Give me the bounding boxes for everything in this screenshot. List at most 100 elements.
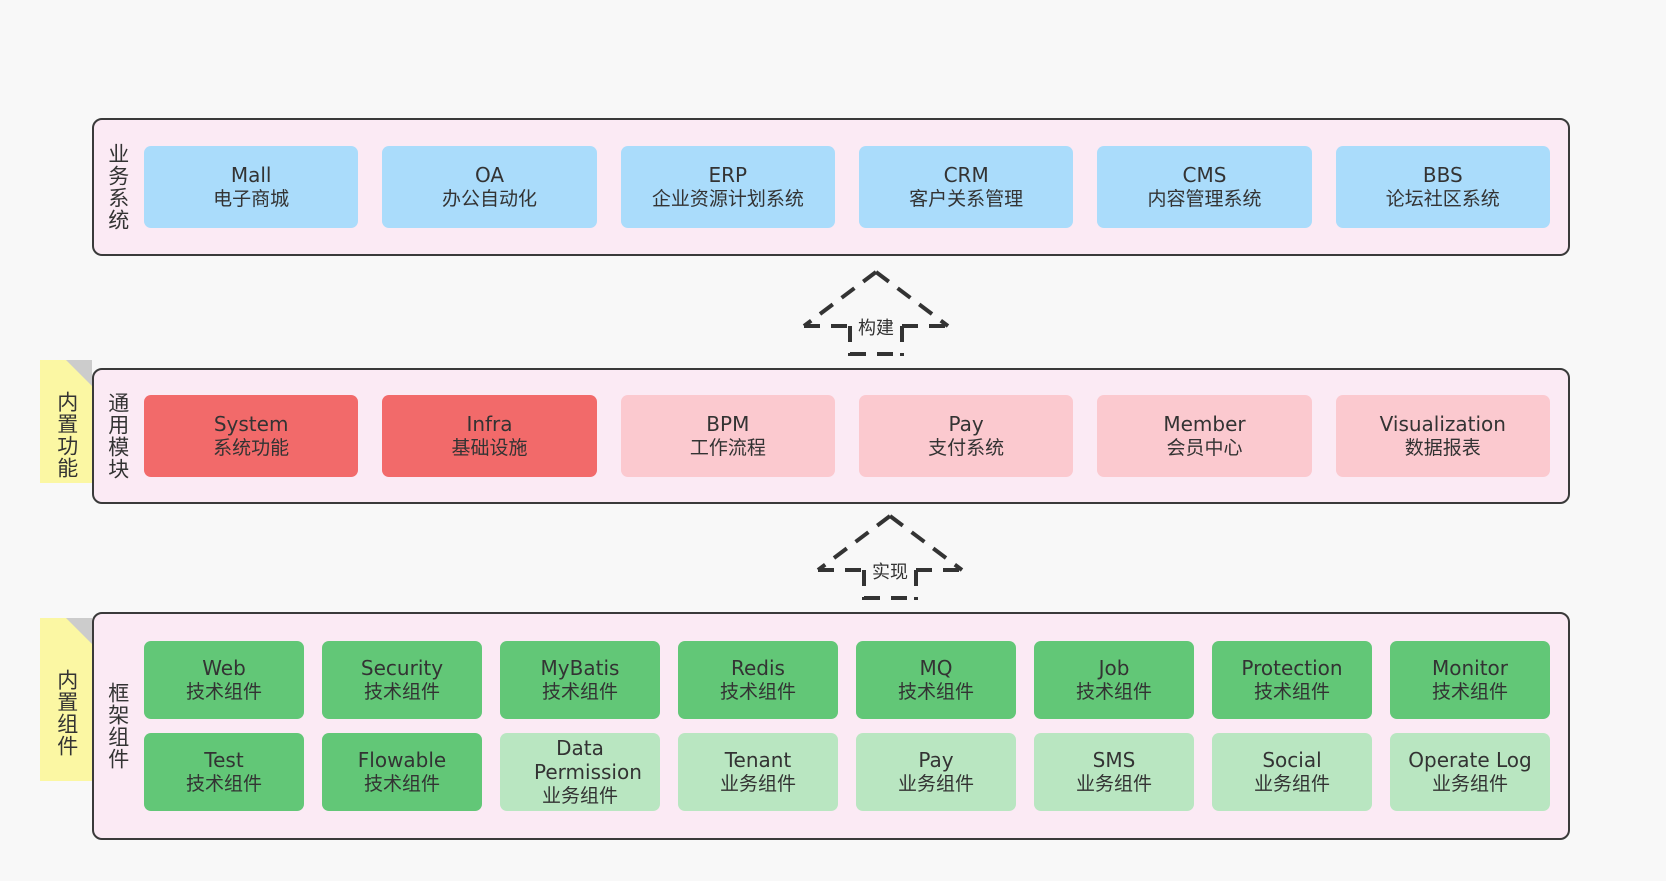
node-title: MQ — [919, 656, 953, 681]
layer-title-common-modules: 通用模块 — [105, 392, 130, 480]
node-subtitle: 技术组件 — [363, 680, 440, 703]
node-title: Protection — [1241, 656, 1343, 681]
node-subtitle: 电子商城 — [213, 187, 290, 210]
node-title: BPM — [706, 412, 750, 437]
node-subtitle: 基础设施 — [451, 436, 528, 459]
node-row: Web 技术组件 Security 技术组件 MyBatis 技术组件 Redi… — [144, 641, 1550, 719]
node-subtitle: 业务组件 — [719, 772, 796, 795]
connector-label-implement: 实现 — [872, 562, 908, 583]
node-title: Member — [1163, 412, 1246, 437]
node-tenant[interactable]: Tenant 业务组件 — [678, 733, 838, 811]
node-title: Pay — [948, 412, 984, 437]
note-builtin-features: 内置功能 — [40, 360, 92, 483]
node-test[interactable]: Test 技术组件 — [144, 733, 304, 811]
node-subtitle: 技术组件 — [541, 680, 618, 703]
node-title: Test — [204, 748, 244, 773]
node-system[interactable]: System 系统功能 — [144, 395, 359, 477]
node-protection[interactable]: Protection 技术组件 — [1212, 641, 1372, 719]
node-subtitle: 业务组件 — [1431, 772, 1508, 795]
node-subtitle: 系统功能 — [213, 436, 290, 459]
node-title: Pay — [918, 748, 954, 773]
node-operate-log[interactable]: Operate Log 业务组件 — [1390, 733, 1550, 811]
layer-common-modules: 通用模块 System 系统功能 Infra 基础设施 BPM 工作流程 Pay… — [92, 368, 1570, 504]
layer-business-systems: 业务系统 Mall 电子商城 OA 办公自动化 ERP 企业资源计划系统 CRM… — [92, 118, 1570, 256]
node-infra[interactable]: Infra 基础设施 — [382, 395, 597, 477]
node-oa[interactable]: OA 办公自动化 — [382, 146, 597, 228]
node-subtitle: 技术组件 — [185, 772, 262, 795]
node-title: Operate Log — [1408, 748, 1532, 773]
layer-body-framework-components: Web 技术组件 Security 技术组件 MyBatis 技术组件 Redi… — [140, 614, 1568, 838]
node-job[interactable]: Job 技术组件 — [1034, 641, 1194, 719]
note-builtin-components: 内置组件 — [40, 618, 92, 781]
node-subtitle: 业务组件 — [541, 784, 618, 807]
node-data-permission[interactable]: Data Permission 业务组件 — [500, 733, 660, 811]
node-subtitle: 数据报表 — [1404, 436, 1481, 459]
connector-implement: 实现 — [810, 512, 970, 600]
connector-label-build: 构建 — [858, 318, 894, 339]
node-title: Security — [360, 656, 444, 681]
node-mq[interactable]: MQ 技术组件 — [856, 641, 1016, 719]
node-bbs[interactable]: BBS 论坛社区系统 — [1335, 146, 1550, 228]
node-mybatis[interactable]: MyBatis 技术组件 — [500, 641, 660, 719]
node-subtitle: 技术组件 — [1253, 680, 1330, 703]
node-title: SMS — [1092, 748, 1136, 773]
node-crm[interactable]: CRM 客户关系管理 — [858, 146, 1074, 228]
node-cms[interactable]: CMS 内容管理系统 — [1097, 146, 1312, 228]
layer-body-business-systems: Mall 电子商城 OA 办公自动化 ERP 企业资源计划系统 CRM 客户关系… — [140, 120, 1568, 254]
node-subtitle: 企业资源计划系统 — [651, 187, 804, 210]
node-mall[interactable]: Mall 电子商城 — [144, 146, 359, 228]
node-title: BBS — [1422, 163, 1463, 188]
node-member[interactable]: Member 会员中心 — [1097, 395, 1312, 477]
node-social[interactable]: Social 业务组件 — [1212, 733, 1372, 811]
node-sms[interactable]: SMS 业务组件 — [1034, 733, 1194, 811]
node-subtitle: 技术组件 — [1431, 680, 1508, 703]
node-title: Monitor — [1431, 656, 1509, 681]
node-visualization[interactable]: Visualization 数据报表 — [1335, 395, 1550, 477]
node-subtitle: 工作流程 — [689, 436, 766, 459]
layer-title-business-systems: 业务系统 — [105, 143, 130, 231]
node-flowable[interactable]: Flowable 技术组件 — [322, 733, 482, 811]
node-monitor[interactable]: Monitor 技术组件 — [1390, 641, 1550, 719]
node-row: Mall 电子商城 OA 办公自动化 ERP 企业资源计划系统 CRM 客户关系… — [144, 146, 1550, 228]
connector-build: 构建 — [796, 268, 956, 356]
node-subtitle: 业务组件 — [1075, 772, 1152, 795]
node-erp[interactable]: ERP 企业资源计划系统 — [620, 146, 835, 228]
node-subtitle: 论坛社区系统 — [1385, 187, 1500, 210]
node-subtitle: 技术组件 — [363, 772, 440, 795]
layer-title-framework-components: 框架组件 — [105, 682, 130, 770]
node-bpm[interactable]: BPM 工作流程 — [620, 395, 835, 477]
node-title: Job — [1098, 656, 1130, 681]
node-subtitle: 办公自动化 — [441, 187, 537, 210]
node-title: Infra — [466, 412, 513, 437]
node-pay-component[interactable]: Pay 业务组件 — [856, 733, 1016, 811]
node-subtitle: 技术组件 — [185, 680, 262, 703]
layer-body-common-modules: System 系统功能 Infra 基础设施 BPM 工作流程 Pay 支付系统… — [140, 370, 1568, 502]
node-title: Redis — [731, 656, 785, 681]
node-pay-module[interactable]: Pay 支付系统 — [858, 395, 1074, 477]
node-row: Test 技术组件 Flowable 技术组件 Data Permission … — [144, 733, 1550, 811]
node-title: OA — [474, 163, 505, 188]
node-subtitle: 会员中心 — [1166, 436, 1243, 459]
node-row: System 系统功能 Infra 基础设施 BPM 工作流程 Pay 支付系统… — [144, 395, 1550, 477]
node-subtitle: 内容管理系统 — [1147, 187, 1262, 210]
node-title: Data Permission — [534, 736, 642, 785]
node-subtitle: 客户关系管理 — [909, 187, 1024, 210]
node-security[interactable]: Security 技术组件 — [322, 641, 482, 719]
node-redis[interactable]: Redis 技术组件 — [678, 641, 838, 719]
node-title: ERP — [708, 163, 748, 188]
node-title: Visualization — [1379, 412, 1506, 437]
node-title: Social — [1262, 748, 1322, 773]
node-title: Tenant — [724, 748, 792, 773]
node-subtitle: 技术组件 — [719, 680, 796, 703]
node-title: Mall — [230, 163, 272, 188]
node-title: Flowable — [357, 748, 447, 773]
node-subtitle: 业务组件 — [1253, 772, 1330, 795]
node-title: Web — [202, 656, 246, 681]
node-title: System — [213, 412, 289, 437]
node-title: CRM — [943, 163, 989, 188]
layer-framework-components: 框架组件 Web 技术组件 Security 技术组件 MyBatis 技术组件… — [92, 612, 1570, 840]
node-title: CMS — [1182, 163, 1227, 188]
node-title: MyBatis — [540, 656, 620, 681]
node-subtitle: 业务组件 — [897, 772, 974, 795]
node-web[interactable]: Web 技术组件 — [144, 641, 304, 719]
